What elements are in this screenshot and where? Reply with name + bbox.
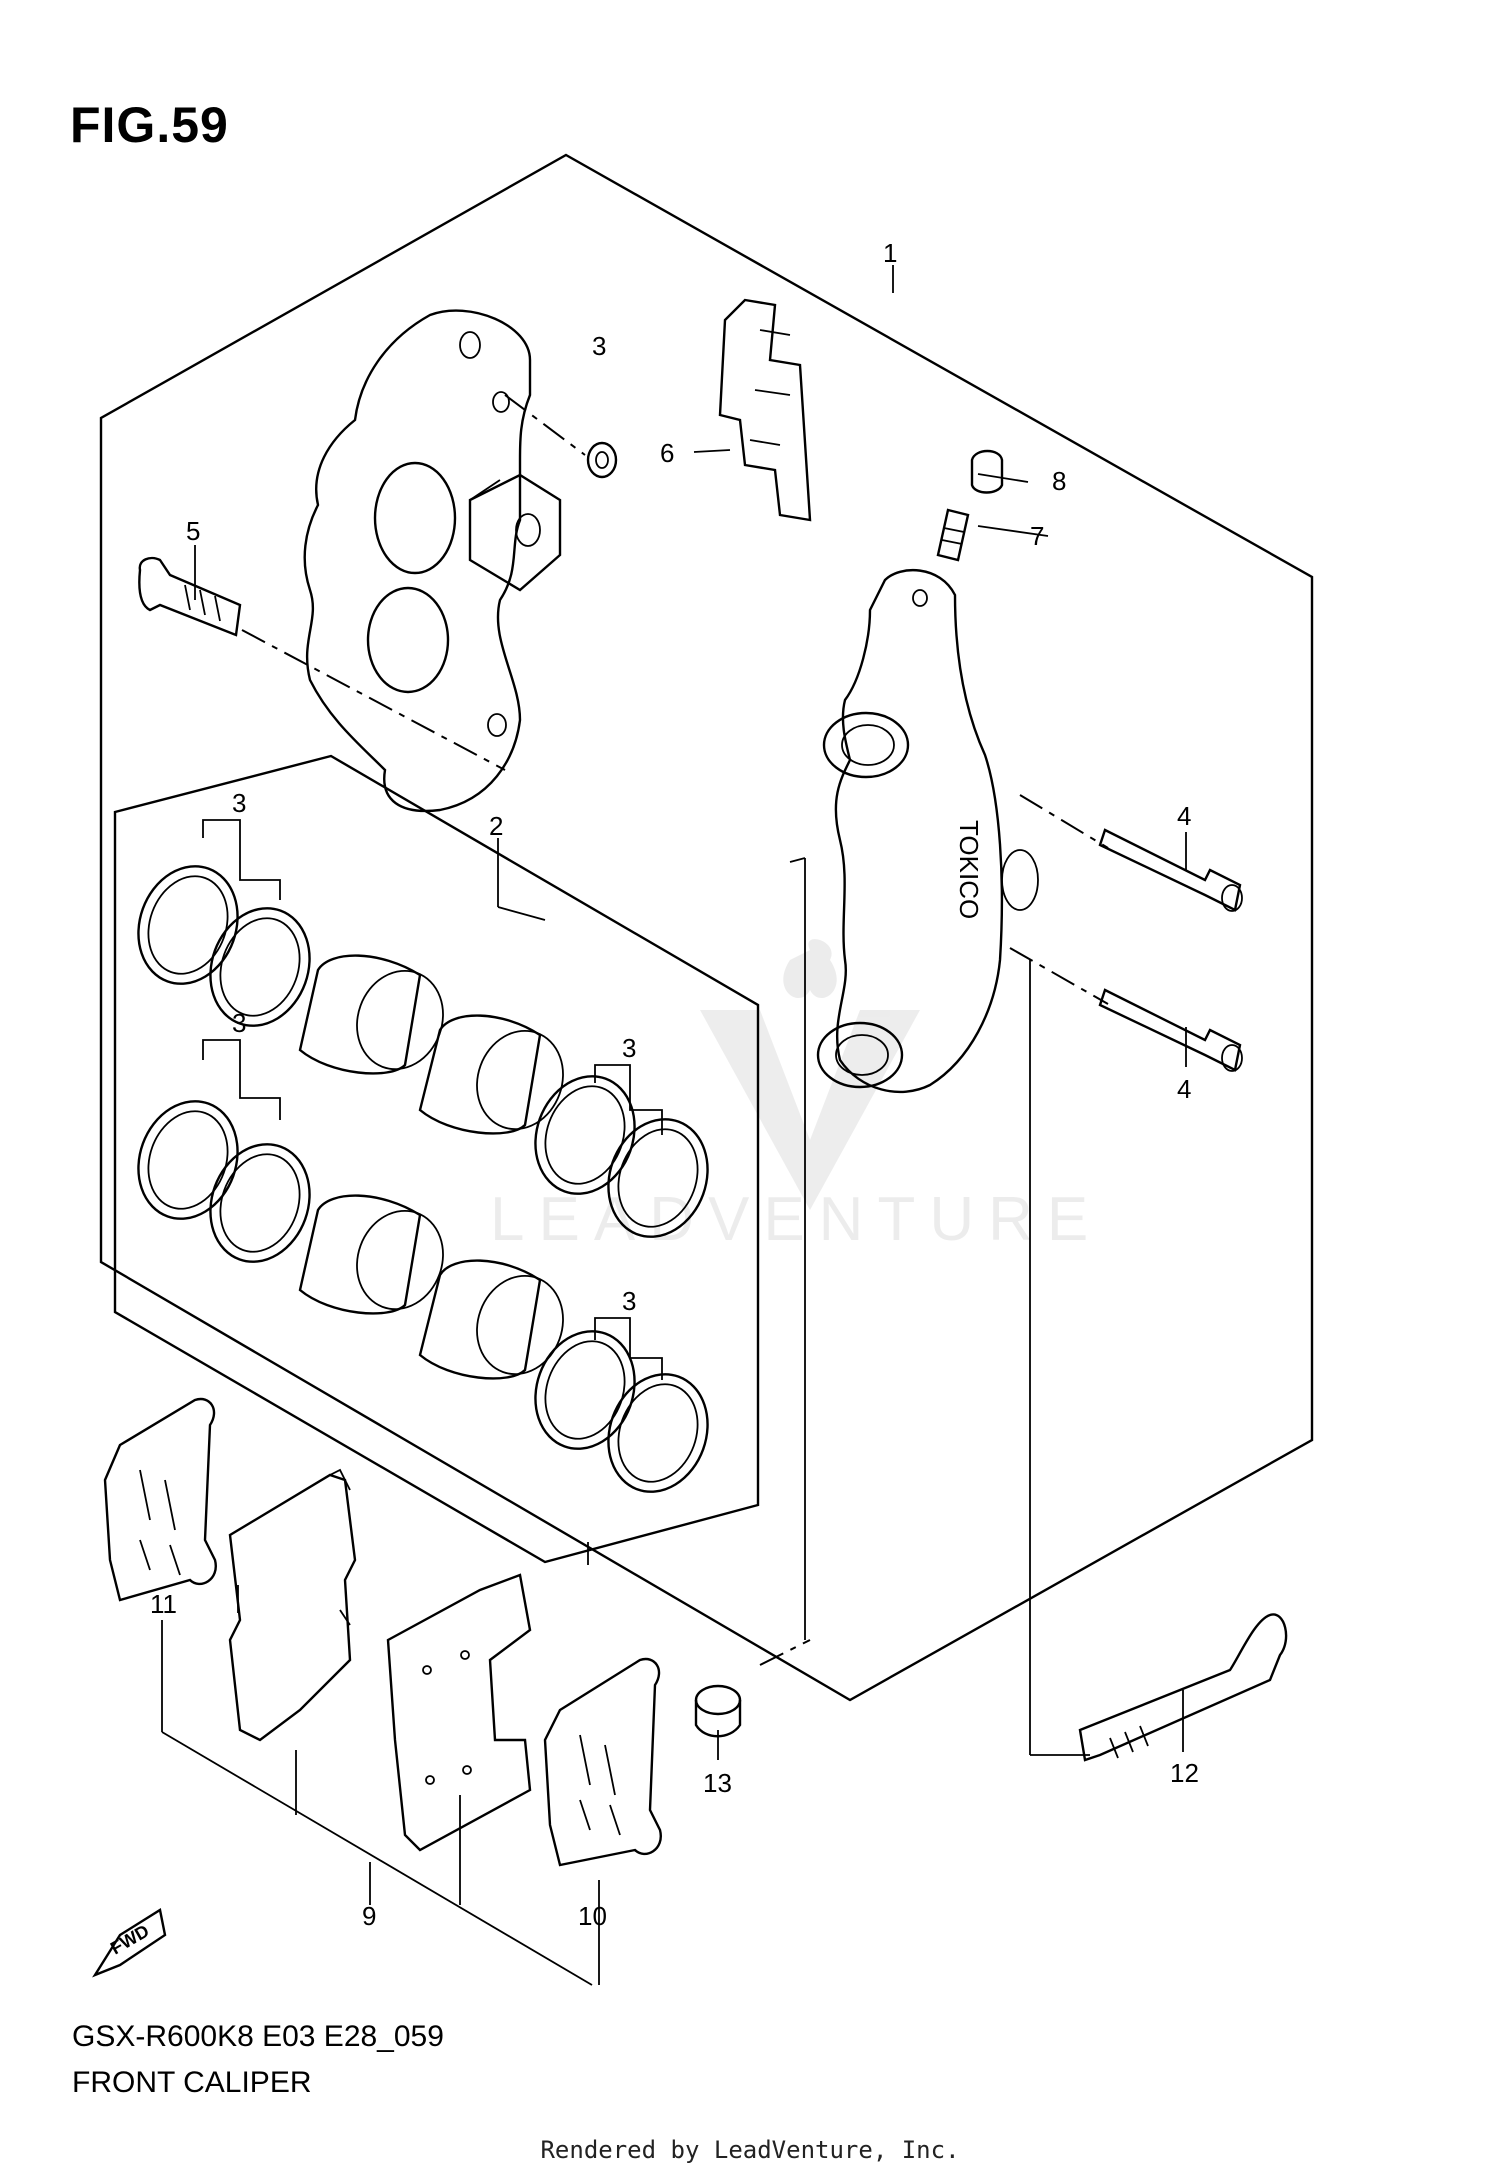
- assembly-outline-1: [99, 153, 1314, 1702]
- brake-pad-left: [228, 1468, 357, 1742]
- figure-caption: FRONT CALIPER: [72, 2066, 312, 2099]
- leadventure-watermark: LEADVENTURE: [490, 939, 1102, 1254]
- fwd-arrow-icon: FWD: [92, 1908, 167, 1978]
- callout-3-seal-lower-right: 3: [622, 1286, 636, 1316]
- callout-6: 6: [660, 438, 674, 468]
- callout-5: 5: [186, 516, 200, 546]
- callout-3-seal-upper-right: 3: [622, 1033, 636, 1063]
- callout-13: 13: [703, 1768, 732, 1798]
- callout-9: 9: [362, 1901, 376, 1931]
- figure-title: FIG.59: [70, 97, 229, 153]
- pad-pin-lower: [1098, 988, 1243, 1072]
- model-code: GSX-R600K8 E03 E28_059: [72, 2020, 444, 2053]
- caliper-outer-half: TOKICO: [816, 568, 1039, 1093]
- callout-8: 8: [1052, 466, 1066, 496]
- callout-12: 12: [1170, 1758, 1199, 1788]
- caliper-brand-marking: TOKICO: [954, 820, 984, 919]
- axis-lines: [241, 394, 1109, 1666]
- caliper-inner-half: [303, 309, 562, 813]
- piston-seals: [137, 865, 709, 1493]
- washer-top: [586, 441, 618, 479]
- pad-shim-11: [103, 1397, 217, 1602]
- pad-shim-10: [543, 1657, 662, 1867]
- assembly-outline-2: [113, 754, 760, 1564]
- callout-4-lower: 4: [1177, 1074, 1191, 1104]
- callout-2: 2: [489, 811, 503, 841]
- callout-3-seal-upper-left: 3: [232, 788, 246, 818]
- bleeder-valve: [936, 508, 970, 562]
- leadventure-logo-icon: [700, 939, 920, 1210]
- render-credit: Rendered by LeadVenture, Inc.: [540, 2136, 960, 2164]
- fwd-label: FWD: [107, 1921, 152, 1959]
- callouts: 1 2 3 3 3 3 3 4 4 5 6 7 8 9 10 11 12 13: [150, 238, 1199, 1931]
- leader-lines: [161, 265, 1187, 1986]
- callout-4-upper: 4: [1177, 801, 1191, 831]
- callout-10: 10: [578, 1901, 607, 1931]
- callout-3-top: 3: [592, 331, 606, 361]
- callout-1: 1: [883, 238, 897, 268]
- callout-7: 7: [1030, 521, 1044, 551]
- bleeder-cap: [970, 449, 1004, 494]
- collar-13: [694, 1684, 742, 1738]
- pistons: [298, 954, 564, 1380]
- callout-11: 11: [150, 1589, 177, 1619]
- pad-spring: [718, 298, 812, 522]
- watermark-text: LEADVENTURE: [490, 1185, 1102, 1254]
- callout-3-seal-lower-left: 3: [232, 1008, 246, 1038]
- mounting-bolt-12: [1078, 1613, 1288, 1762]
- caliper-bolt-5: [138, 556, 242, 637]
- pad-pin-upper: [1098, 828, 1243, 912]
- brake-pad-right: [386, 1573, 532, 1852]
